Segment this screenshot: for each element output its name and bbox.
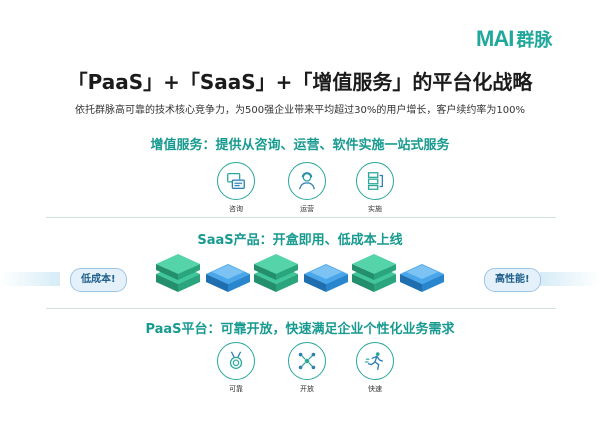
service-label: 咨询 (229, 205, 243, 213)
brand-logo: MAI 群脉 (476, 26, 552, 52)
logo-text: 群脉 (516, 30, 553, 51)
feature-reliable: 可靠 (214, 342, 258, 394)
green-block-3 (352, 254, 396, 292)
feature-label: 可靠 (229, 385, 243, 393)
consulting-icon (217, 162, 255, 200)
page-title: 「PaaS」+「SaaS」+「增值服务」的平台化战略 (67, 70, 533, 94)
saas-title: SaaS产品：开盒即用、低成本上线 (197, 233, 403, 248)
reliable-medal-icon (217, 342, 255, 380)
feature-fast: 快速 (353, 342, 397, 394)
value-added-title: 增值服务：提供从咨询、运营、软件实施一站式服务 (150, 138, 450, 153)
blue-block-3 (400, 264, 444, 292)
low-cost-badge: 低成本! (70, 268, 127, 292)
high-performance-badge: 高性能! (484, 268, 541, 292)
green-block-1 (156, 254, 200, 292)
feature-label: 快速 (368, 385, 382, 393)
blue-block-2 (304, 264, 348, 292)
service-implementation: 实施 (353, 162, 397, 214)
page-subtitle: 依托群脉高可靠的技术核心竞争力，为500强企业带来平均超过30%的用户增长，客户… (75, 105, 525, 116)
paas-title: PaaS平台：可靠开放，快速满足企业个性化业务需求 (145, 322, 455, 337)
left-band (0, 272, 60, 286)
section-divider (46, 308, 556, 309)
feature-label: 开放 (300, 385, 314, 393)
open-network-icon (288, 342, 326, 380)
feature-open: 开放 (285, 342, 329, 394)
saas-stack-illustration (156, 254, 444, 292)
implementation-icon (356, 162, 394, 200)
section-divider (46, 217, 556, 218)
service-operations: 运营 (285, 162, 329, 214)
right-band (540, 272, 600, 286)
service-consulting: 咨询 (214, 162, 258, 214)
blue-block-1 (206, 264, 250, 292)
operations-icon (288, 162, 326, 200)
service-label: 运营 (300, 205, 314, 213)
logo-mark: MAI (476, 26, 514, 51)
green-block-2 (254, 254, 298, 292)
service-label: 实施 (368, 205, 382, 213)
fast-runner-icon (356, 342, 394, 380)
